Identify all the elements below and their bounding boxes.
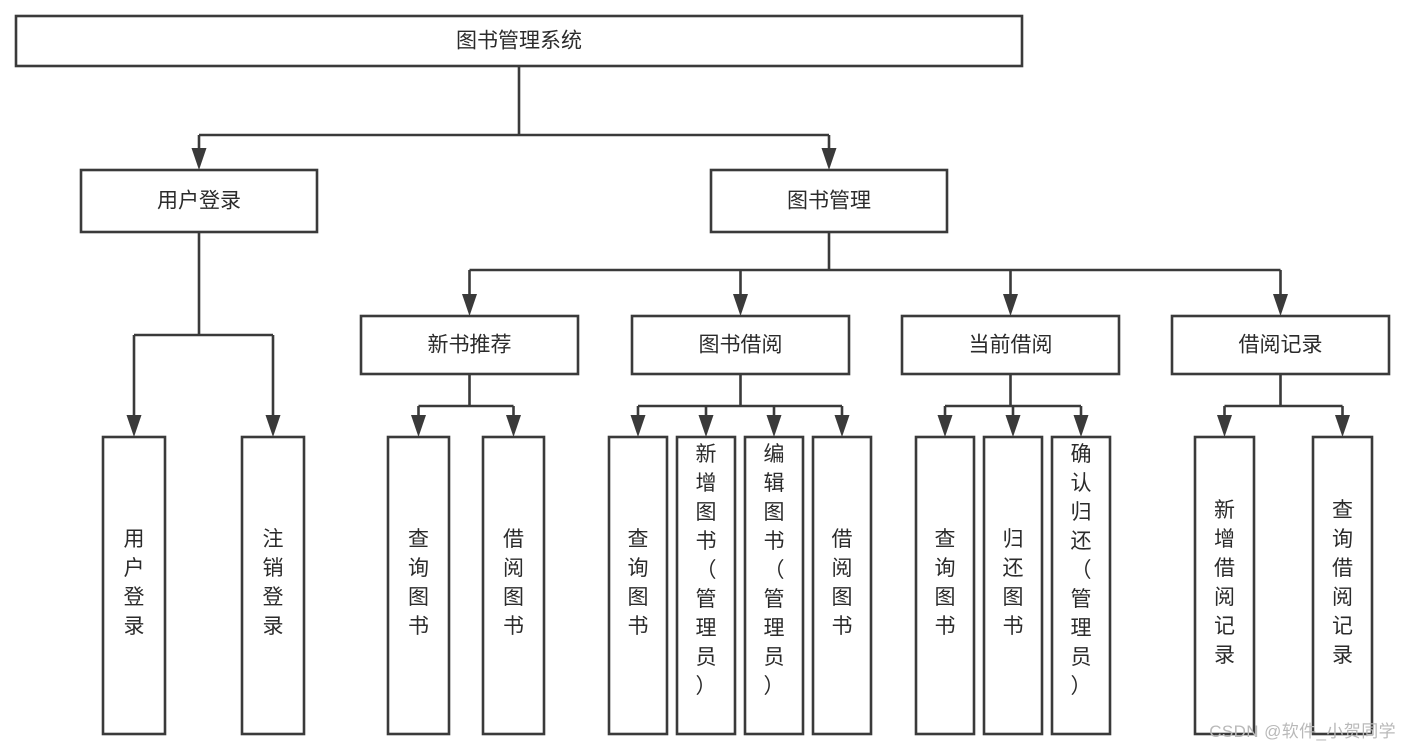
node-box[interactable]: [743, 435, 805, 736]
arrow-head-icon: [506, 415, 521, 437]
arrow-head-icon: [1217, 415, 1232, 437]
edge-root-to-level2: [191, 66, 837, 170]
node-leaf-add-book-admin[interactable]: 新增图书（管理员）: [675, 435, 737, 736]
arrow-head-icon: [411, 415, 426, 437]
node-label: 查询借阅记录: [1332, 499, 1353, 667]
node-label: 注销登录: [263, 528, 284, 638]
node-box[interactable]: [900, 314, 1121, 376]
node-label: 查询图书: [408, 528, 429, 638]
node-label: 借阅图书: [503, 528, 524, 638]
node-leaf-add-borrow-record[interactable]: 新增借阅记录: [1193, 435, 1256, 736]
node-label: 归还图书: [1003, 528, 1024, 638]
node-box[interactable]: [79, 168, 319, 234]
arrow-head-icon: [1003, 294, 1018, 316]
node-leaf-logout[interactable]: 注销登录: [240, 435, 306, 736]
arrow-head-icon: [766, 415, 782, 437]
node-box[interactable]: [811, 435, 873, 736]
node-leaf-user-login[interactable]: 用户登录: [101, 435, 167, 736]
edges-layer: [126, 66, 1350, 437]
node-label: 新增图书（管理员）: [696, 443, 717, 698]
node-book-management[interactable]: 图书管理: [709, 168, 949, 234]
edge-book-management-to-level3: [462, 232, 1288, 316]
node-box[interactable]: [1050, 435, 1112, 736]
arrow-head-icon: [1073, 415, 1089, 437]
node-leaf-confirm-return-admin[interactable]: 确认归还（管理员）: [1050, 435, 1112, 736]
node-box[interactable]: [101, 435, 167, 736]
node-borrow-record[interactable]: 借阅记录: [1170, 314, 1391, 376]
node-label: 编辑图书（管理员）: [764, 443, 785, 698]
arrow-head-icon: [698, 415, 714, 437]
node-label: 新增借阅记录: [1214, 499, 1235, 667]
arrow-head-icon: [1335, 415, 1350, 437]
node-label: 确认归还（管理员）: [1071, 443, 1092, 698]
node-label: 图书借阅: [699, 334, 783, 357]
arrow-head-icon: [821, 148, 837, 170]
node-label: 查询图书: [628, 528, 649, 638]
node-box[interactable]: [914, 435, 976, 736]
node-box[interactable]: [14, 14, 1024, 68]
edge-borrow-record-to-leaves: [1217, 374, 1350, 437]
node-box[interactable]: [386, 435, 451, 736]
node-label: 查询图书: [935, 528, 956, 638]
arrow-head-icon: [191, 148, 207, 170]
node-box[interactable]: [1170, 314, 1391, 376]
node-box[interactable]: [240, 435, 306, 736]
arrow-head-icon: [1005, 415, 1021, 437]
nodes-layer: 图书管理系统用户登录图书管理新书推荐图书借阅当前借阅借阅记录用户登录注销登录查询…: [14, 14, 1391, 736]
node-leaf-return-book[interactable]: 归还图书: [982, 435, 1044, 736]
edge-current-borrow-to-leaves: [937, 374, 1089, 437]
node-box[interactable]: [607, 435, 669, 736]
node-leaf-query-book-borrow[interactable]: 查询图书: [607, 435, 669, 736]
node-box[interactable]: [481, 435, 546, 736]
node-new-book-recommend[interactable]: 新书推荐: [359, 314, 580, 376]
arrow-head-icon: [733, 294, 748, 316]
node-leaf-borrow-book-rec[interactable]: 借阅图书: [481, 435, 546, 736]
node-label: 图书管理系统: [456, 30, 582, 53]
node-label: 用户登录: [124, 528, 145, 638]
node-user-login[interactable]: 用户登录: [79, 168, 319, 234]
node-box[interactable]: [1311, 435, 1374, 736]
node-label: 图书管理: [787, 190, 871, 213]
node-box[interactable]: [630, 314, 851, 376]
node-label: 当前借阅: [969, 334, 1053, 357]
node-leaf-edit-book-admin[interactable]: 编辑图书（管理员）: [743, 435, 805, 736]
arrow-head-icon: [462, 294, 477, 316]
node-book-borrow[interactable]: 图书借阅: [630, 314, 851, 376]
node-label: 用户登录: [157, 190, 241, 213]
arrow-head-icon: [937, 415, 953, 437]
node-leaf-borrow-book[interactable]: 借阅图书: [811, 435, 873, 736]
arrow-head-icon: [1273, 294, 1288, 316]
node-box[interactable]: [675, 435, 737, 736]
node-leaf-query-book-current[interactable]: 查询图书: [914, 435, 976, 736]
node-leaf-query-borrow-record[interactable]: 查询借阅记录: [1311, 435, 1374, 736]
node-box[interactable]: [982, 435, 1044, 736]
arrow-head-icon: [630, 415, 646, 437]
arrow-head-icon: [834, 415, 850, 437]
arrow-head-icon: [126, 415, 142, 437]
node-current-borrow[interactable]: 当前借阅: [900, 314, 1121, 376]
edge-user-login-to-leaves: [126, 232, 281, 437]
node-box[interactable]: [709, 168, 949, 234]
node-label: 新书推荐: [428, 334, 512, 357]
node-box[interactable]: [1193, 435, 1256, 736]
edge-book-borrow-to-leaves: [630, 374, 850, 437]
node-label: 借阅图书: [832, 528, 853, 638]
node-box[interactable]: [359, 314, 580, 376]
arrow-head-icon: [265, 415, 281, 437]
node-label: 借阅记录: [1239, 334, 1323, 357]
node-root[interactable]: 图书管理系统: [14, 14, 1024, 68]
node-leaf-query-book-rec[interactable]: 查询图书: [386, 435, 451, 736]
edge-new-book-recommend-to-leaves: [411, 374, 521, 437]
